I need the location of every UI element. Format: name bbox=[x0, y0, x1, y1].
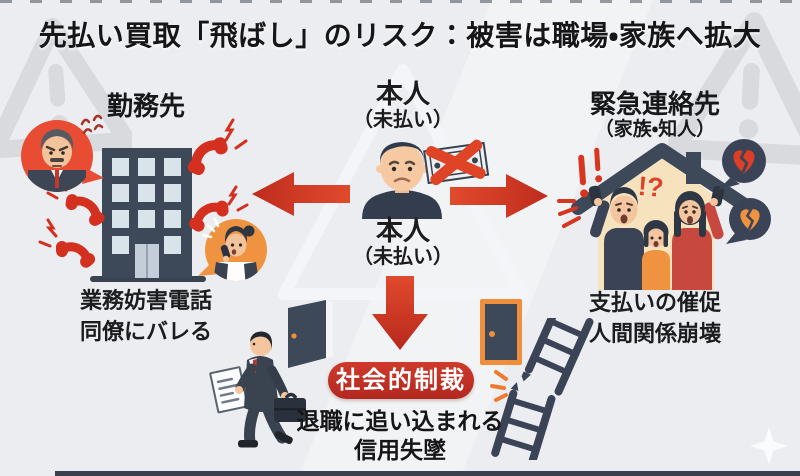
person-label-top: 本人 （未払い） bbox=[320, 80, 486, 132]
anger-mark-icon bbox=[80, 114, 104, 135]
top-dashed-border bbox=[0, 0, 800, 3]
bottom-border-line bbox=[55, 471, 800, 476]
family-house-illustration bbox=[557, 139, 771, 290]
broken-heart-bubble bbox=[726, 198, 771, 244]
alarm-exclamations bbox=[578, 147, 603, 198]
angry-man bbox=[28, 129, 86, 192]
ladder-bottom-half bbox=[491, 382, 556, 460]
workplace-caption-line1: 業務妨害電話 bbox=[79, 288, 212, 313]
sparkle-icon bbox=[750, 427, 788, 465]
broken-heart-icon bbox=[733, 149, 755, 174]
broken-ladder-illustration bbox=[490, 318, 594, 460]
arrow-to-emergency-contact bbox=[450, 174, 548, 218]
suit-jacket bbox=[244, 356, 279, 412]
workplace-heading: 勤務先 bbox=[106, 91, 185, 121]
mother bbox=[672, 185, 725, 290]
colleague-phone-bubble bbox=[198, 217, 267, 281]
emergency-caption-line1: 支払いの催促 bbox=[588, 290, 721, 315]
workplace-caption-line2: 同僚にバレる bbox=[79, 319, 212, 344]
red-x-mark bbox=[425, 139, 486, 186]
break-sparks bbox=[490, 370, 508, 402]
doorknob bbox=[489, 331, 495, 337]
person-bottom-name: 本人 bbox=[376, 216, 430, 246]
phone-handset-icon bbox=[65, 194, 105, 226]
page-title: 先払い買取「飛ばし」のリスク：被害は職場・家族へ拡大 bbox=[38, 20, 762, 51]
person-body bbox=[362, 190, 442, 219]
shoe bbox=[238, 440, 258, 448]
ring-sparks bbox=[38, 118, 249, 248]
doorknob bbox=[291, 333, 297, 339]
ladder-top-half bbox=[521, 318, 594, 396]
person-top-name: 本人 bbox=[376, 79, 430, 109]
colleague-woman bbox=[212, 225, 260, 281]
workplace-caption: 業務妨害電話 同僚にバレる bbox=[46, 285, 246, 347]
hair bbox=[250, 331, 272, 350]
phone-handset-icon bbox=[189, 200, 229, 232]
phone-handset-icon bbox=[187, 137, 228, 176]
social-sanction-badge: 社会的制裁 bbox=[328, 362, 474, 399]
person-hair bbox=[379, 142, 425, 163]
resigning-businessman-illustration bbox=[209, 331, 306, 448]
shoe bbox=[274, 431, 293, 445]
broken-heart-icon bbox=[740, 208, 760, 231]
person-top-status: （未払い） bbox=[353, 109, 453, 131]
angry-caller-bubble bbox=[21, 114, 104, 192]
child bbox=[642, 220, 670, 290]
phone-icon bbox=[220, 244, 231, 259]
alarm-sparks bbox=[557, 199, 581, 228]
open-door-illustration bbox=[288, 300, 333, 368]
emergency-caption: 支払いの催促 人間関係崩壊 bbox=[565, 287, 745, 349]
crossed-money-icon bbox=[423, 139, 490, 186]
emergency-caption-line2: 人間関係崩壊 bbox=[588, 321, 721, 346]
consequence-line2: 信用失墜 bbox=[354, 437, 446, 463]
emergency-subheading: （家族・知人） bbox=[594, 119, 716, 140]
person-label-bottom: 本人 （未払い） bbox=[320, 217, 486, 269]
arrow-to-social-sanction bbox=[372, 276, 428, 350]
arrow-to-workplace bbox=[252, 172, 350, 216]
emergency-heading: 緊急連絡先 bbox=[589, 89, 720, 119]
person-face bbox=[380, 143, 424, 191]
closed-door-illustration bbox=[480, 299, 522, 365]
office-building-illustration bbox=[38, 118, 249, 282]
person-bottom-status: （未払い） bbox=[353, 246, 453, 268]
talk-sparks bbox=[201, 217, 220, 239]
consequence-line1: 退職に追い込まれる bbox=[296, 408, 504, 434]
debtor-person-illustration bbox=[362, 142, 442, 219]
building-windows bbox=[112, 158, 181, 254]
phone-handset-icon bbox=[55, 241, 96, 268]
briefcase bbox=[274, 392, 306, 422]
father bbox=[588, 185, 644, 290]
shock-mark: !? bbox=[636, 170, 665, 204]
broken-heart-bubble bbox=[718, 139, 766, 190]
